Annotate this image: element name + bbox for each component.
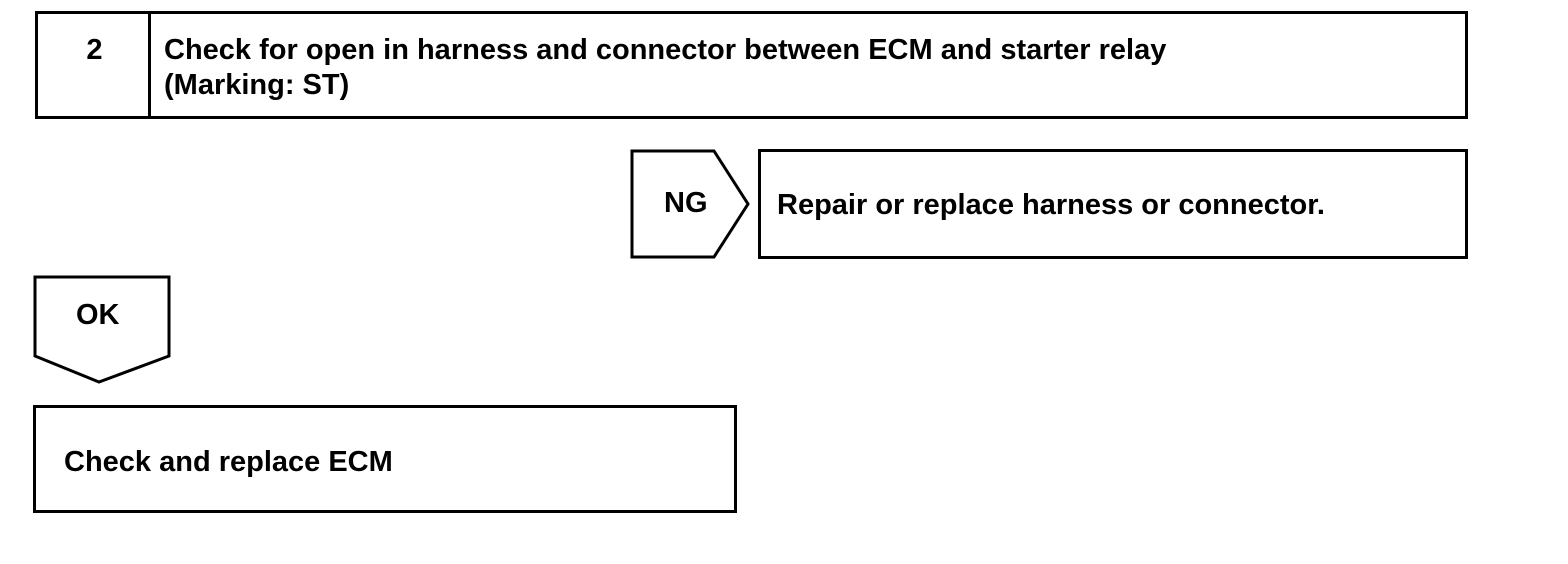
step-title-line-1: Check for open in harness and connector … xyxy=(164,34,1167,66)
ng-result-text: Repair or replace harness or connector. xyxy=(777,189,1325,221)
step-box: 2 Check for open in harness and connecto… xyxy=(35,11,1468,119)
ok-result-box: Check and replace ECM xyxy=(33,405,737,513)
step-number-cell: 2 xyxy=(38,14,151,116)
ng-result-box: Repair or replace harness or connector. xyxy=(758,149,1468,259)
ng-label: NG xyxy=(664,187,708,219)
ok-label: OK xyxy=(76,299,120,331)
step-title-line-2: (Marking: ST) xyxy=(164,69,350,101)
ok-result-text: Check and replace ECM xyxy=(64,446,393,478)
step-number: 2 xyxy=(86,34,103,66)
